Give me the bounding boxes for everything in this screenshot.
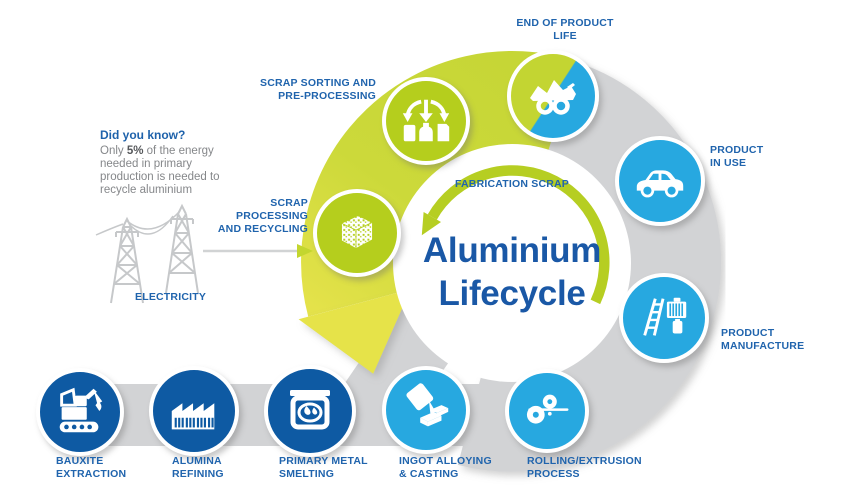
crushed-car-icon bbox=[530, 80, 576, 115]
rolling-extrusion-node bbox=[505, 369, 589, 453]
label-line: REFINING bbox=[172, 468, 224, 480]
end-of-product-life-label: END OF PRODUCT LIFE bbox=[503, 17, 627, 43]
label-line: END OF PRODUCT bbox=[516, 17, 614, 29]
ingot-alloying-casting-node bbox=[382, 366, 470, 454]
product-in-use-node bbox=[615, 136, 705, 226]
did-you-know-heading: Did you know? bbox=[100, 128, 186, 142]
recycle-swoosh-arrowhead bbox=[298, 289, 411, 374]
label-line: INGOT ALLOYING bbox=[399, 455, 492, 467]
label-line: MANUFACTURE bbox=[721, 340, 805, 352]
fabrication-scrap-arrow bbox=[421, 165, 610, 305]
primary-metal-smelting-node bbox=[264, 365, 356, 457]
title-line-2: Lifecycle bbox=[438, 274, 586, 313]
label-line: BAUXITE bbox=[56, 455, 104, 467]
end-of-product-life-node bbox=[507, 50, 599, 142]
label-line: PRODUCT bbox=[710, 144, 764, 156]
electricity-label: ELECTRICITY bbox=[135, 291, 206, 304]
recycling-collection-icon bbox=[402, 99, 450, 142]
bauxite-extraction-node bbox=[36, 368, 124, 456]
label-line: ELECTRICITY bbox=[135, 291, 207, 303]
fact-text: recycle aluminium bbox=[100, 184, 193, 196]
factory-icon bbox=[171, 403, 215, 430]
scrap-processing-label: SCRAP PROCESSING AND RECYCLING bbox=[200, 197, 308, 236]
label-line: LIFE bbox=[553, 30, 577, 42]
primary-metal-smelting-label: PRIMARY METAL SMELTING bbox=[279, 455, 368, 481]
rolling-extrusion-label: ROLLING/EXTRUSION PROCESS bbox=[527, 455, 642, 481]
furnace-icon bbox=[290, 390, 330, 430]
alumina-refining-label: ALUMINA REFINING bbox=[172, 455, 224, 481]
product-in-use-label: PRODUCT IN USE bbox=[710, 144, 763, 170]
fact-text: needed in primary bbox=[100, 158, 193, 170]
label-line: PRODUCT bbox=[721, 327, 775, 339]
rolling-mill-icon bbox=[526, 394, 569, 424]
label-line: PROCESS bbox=[527, 468, 580, 480]
scrap-bale-icon bbox=[340, 215, 374, 250]
fact-text: production is needed to bbox=[100, 171, 220, 183]
label-line: SCRAP PROCESSING bbox=[235, 197, 308, 222]
car-icon bbox=[636, 170, 684, 198]
scrap-sorting-node bbox=[382, 77, 470, 165]
label-line: FABRICATION SCRAP bbox=[454, 178, 570, 190]
label-line: PRE-PROCESSING bbox=[278, 90, 376, 102]
label-line: IN USE bbox=[710, 157, 747, 169]
center-circle bbox=[393, 144, 631, 382]
scrap-processing-node bbox=[313, 189, 401, 277]
ladder-radiator-icon bbox=[643, 297, 687, 336]
did-you-know-body: Only 5% of the energy needed in primary … bbox=[100, 145, 250, 197]
product-manufacture-label: PRODUCT MANUFACTURE bbox=[721, 327, 804, 353]
label-line: EXTRACTION bbox=[56, 468, 127, 480]
excavator-icon bbox=[59, 387, 103, 433]
bauxite-extraction-label: BAUXITE EXTRACTION bbox=[56, 455, 126, 481]
page-title: Aluminium Lifecycle bbox=[394, 229, 630, 315]
electricity-arrow bbox=[203, 244, 313, 258]
label-line: & CASTING bbox=[399, 468, 459, 480]
label-line: AND RECYCLING bbox=[217, 223, 308, 235]
did-you-know-callout: Did you know? Only 5% of the energy need… bbox=[100, 128, 250, 197]
label-line: ALUMINA bbox=[172, 455, 222, 467]
fabrication-scrap-label: FABRICATION SCRAP bbox=[432, 178, 592, 191]
label-line: ROLLING/EXTRUSION bbox=[527, 455, 642, 467]
alumina-refining-node bbox=[149, 366, 239, 456]
casting-crucible-icon bbox=[406, 383, 449, 427]
label-line: SCRAP SORTING AND bbox=[260, 77, 376, 89]
label-line: SMELTING bbox=[279, 468, 335, 480]
fact-highlight: 5% bbox=[126, 145, 144, 157]
ingot-alloying-casting-label: INGOT ALLOYING & CASTING bbox=[399, 455, 492, 481]
label-line: PRIMARY METAL bbox=[279, 455, 368, 467]
fact-text: Only bbox=[100, 145, 127, 157]
product-manufacture-node bbox=[619, 273, 709, 363]
power-pylons-icon bbox=[95, 203, 199, 304]
title-line-1: Aluminium bbox=[422, 231, 602, 270]
scrap-sorting-label: SCRAP SORTING AND PRE-PROCESSING bbox=[250, 77, 376, 103]
fact-text: of the energy bbox=[143, 145, 214, 157]
